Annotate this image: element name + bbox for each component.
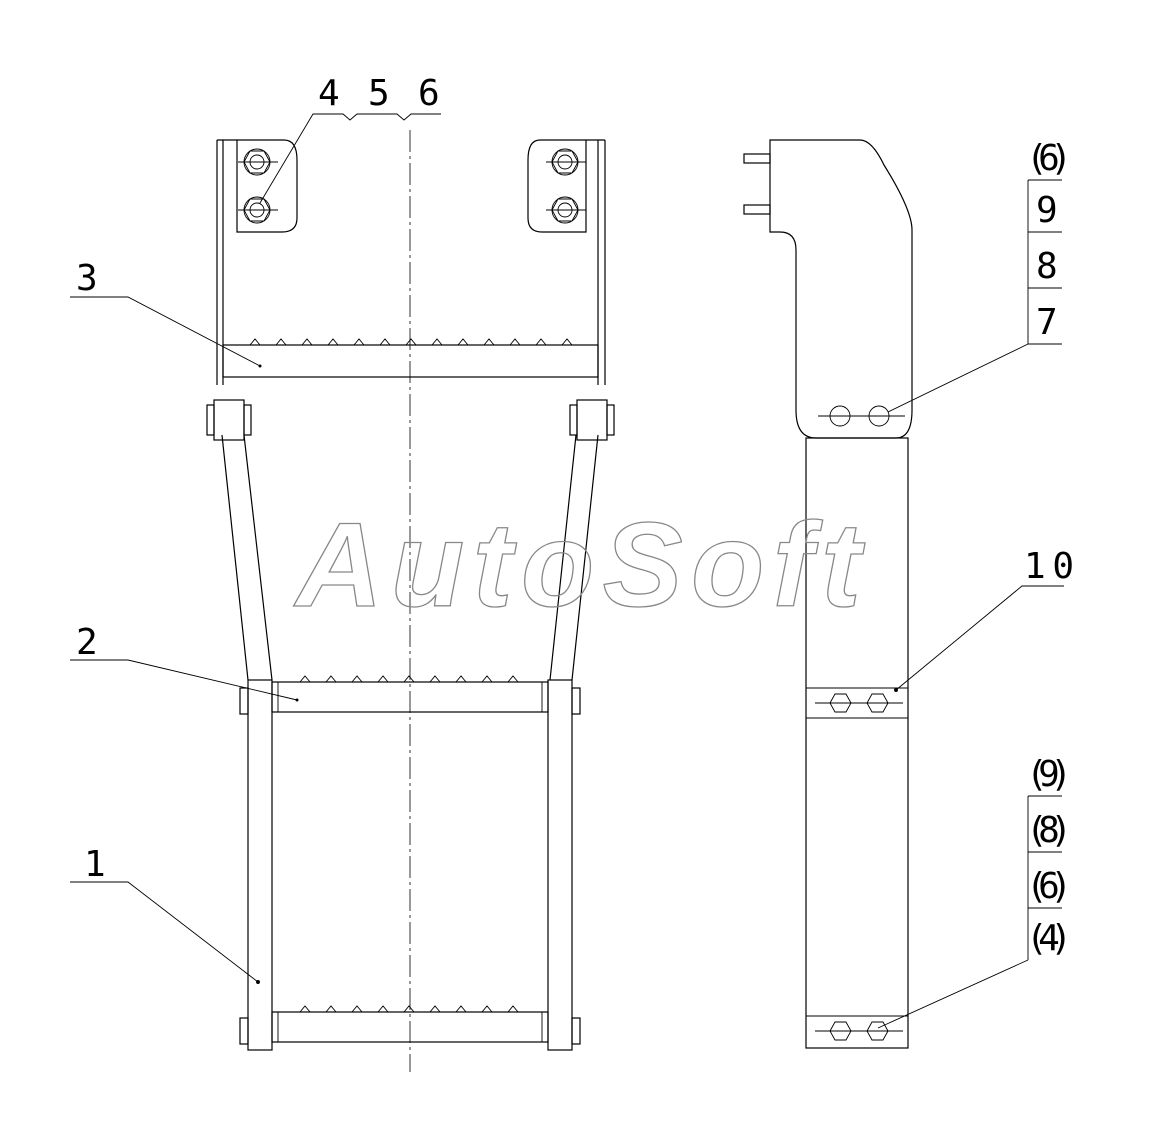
lower-ladder-rails (247, 679, 573, 1051)
step-bolts (239, 687, 581, 1045)
callout-1: 1 (84, 844, 106, 885)
callout-3: 3 (76, 258, 98, 299)
upper-hinges (206, 399, 615, 441)
callout-stack-lower-frame (1027, 795, 1062, 960)
side-view (743, 139, 1064, 1049)
side-bracket-bolts (818, 405, 905, 427)
middle-step (271, 675, 549, 713)
callout-10: 10 (1024, 546, 1074, 587)
side-rail-bolts (815, 688, 903, 1041)
front-view (70, 113, 615, 1072)
top-step (222, 338, 599, 378)
watermark: AutoSoft (293, 498, 866, 632)
swing-arms (221, 434, 599, 681)
bracket-bolts (238, 148, 586, 224)
callout-labels: 1 2 3 4 5 6 10 (6) 9 8 7 (9) (8) (6) (4) (76, 73, 1074, 959)
callout-6: 6 (418, 73, 440, 114)
stack-upper-0: (6) (1026, 138, 1072, 179)
stack-lower-2: (6) (1026, 866, 1072, 907)
stack-upper-1: 9 (1036, 190, 1058, 231)
stack-lower-1: (8) (1026, 810, 1072, 851)
side-rail (805, 437, 909, 1049)
stack-lower-0: (9) (1026, 754, 1072, 795)
right-mount-bracket (527, 139, 606, 385)
side-bracket (769, 139, 913, 439)
bottom-step (271, 1005, 549, 1043)
left-mount-bracket (216, 139, 298, 385)
stack-upper-3: 7 (1036, 302, 1058, 343)
side-leaders (877, 343, 1064, 1029)
side-pins (743, 153, 771, 215)
callout-2: 2 (76, 622, 98, 663)
callout-5: 5 (368, 73, 390, 114)
callout-4: 4 (318, 73, 340, 114)
stack-lower-3: (4) (1026, 918, 1072, 959)
front-leaders (70, 113, 441, 984)
stack-upper-2: 8 (1036, 246, 1058, 287)
